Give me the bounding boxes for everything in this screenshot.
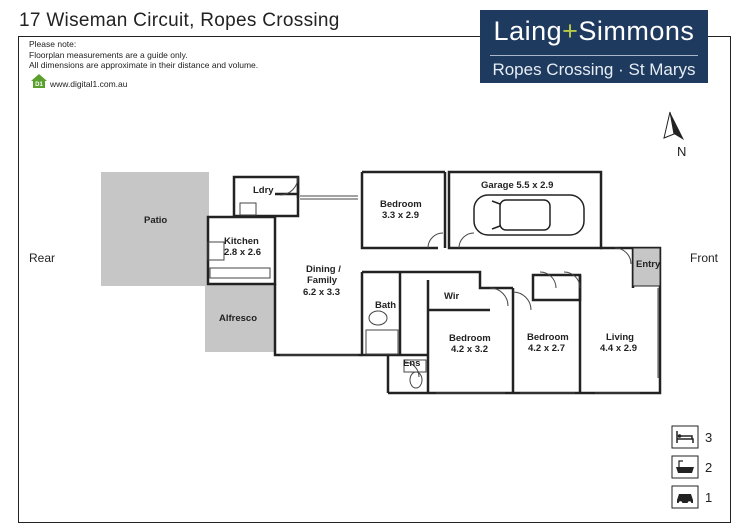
side-front: Front bbox=[690, 251, 719, 265]
room-entry: Entry bbox=[636, 259, 661, 270]
room-kitchen: Kitchen bbox=[224, 236, 259, 247]
room-garage: Garage 5.5 x 2.9 bbox=[481, 180, 554, 191]
room-ensuite: Ens bbox=[403, 358, 421, 369]
agency-name-plus: + bbox=[562, 16, 579, 46]
website-link[interactable]: www.digital1.com.au bbox=[50, 79, 128, 89]
garage-car-icon bbox=[473, 194, 585, 236]
house-logo-icon: D1 bbox=[31, 74, 47, 88]
room-family: Family bbox=[307, 275, 338, 286]
plan-frame bbox=[18, 36, 731, 523]
svg-text:D1: D1 bbox=[35, 82, 43, 88]
room-bath: Bath bbox=[375, 300, 397, 311]
agency-name-left: Laing bbox=[493, 16, 563, 46]
bed-icon bbox=[671, 425, 699, 449]
room-patio: Patio bbox=[144, 215, 168, 226]
agency-name-right: Simmons bbox=[578, 16, 695, 46]
north-arrow-icon: N bbox=[663, 111, 686, 159]
bathtub-icon bbox=[671, 455, 699, 479]
room-alfresco: Alfresco bbox=[219, 313, 258, 324]
room-living-dim: 4.4 x 2.9 bbox=[600, 343, 637, 354]
room-bedroom-top-dim: 3.3 x 2.9 bbox=[382, 210, 419, 221]
stat-car-spaces: 1 bbox=[705, 490, 713, 505]
room-bedroom-mid: Bedroom bbox=[527, 332, 569, 343]
disclaimer-line-2: All dimensions are approximate in their … bbox=[29, 60, 259, 70]
room-dining-dim: 6.2 x 3.3 bbox=[303, 287, 340, 298]
room-bedroom-main: Bedroom bbox=[449, 333, 491, 344]
disclaimer: Please note: Floorplan measurements are … bbox=[29, 39, 258, 71]
room-bedroom-mid-dim: 4.2 x 2.7 bbox=[528, 343, 565, 354]
disclaimer-heading: Please note: bbox=[29, 39, 77, 49]
agency-divider bbox=[490, 55, 698, 56]
room-bedroom-top: Bedroom bbox=[380, 199, 422, 210]
room-wir: Wir bbox=[444, 291, 460, 302]
page-title: 17 Wiseman Circuit, Ropes Crossing bbox=[19, 10, 340, 31]
agency-name: Laing+Simmons bbox=[480, 16, 708, 47]
room-bedroom-main-dim: 4.2 x 3.2 bbox=[451, 344, 488, 355]
agency-logo: Laing+Simmons Ropes Crossing · St Marys bbox=[480, 10, 708, 83]
room-dining: Dining / bbox=[306, 264, 341, 275]
disclaimer-line-1: Floorplan measurements are a guide only. bbox=[29, 49, 188, 60]
stat-bathrooms: 2 bbox=[705, 460, 713, 475]
room-kitchen-dim: 2.8 x 2.6 bbox=[224, 247, 261, 258]
agency-tagline: Ropes Crossing · St Marys bbox=[492, 60, 696, 79]
stat-bedrooms: 3 bbox=[705, 430, 713, 445]
alfresco-area bbox=[205, 284, 275, 352]
car-icon bbox=[671, 485, 699, 509]
room-living: Living bbox=[606, 332, 634, 343]
north-label: N bbox=[677, 144, 686, 159]
patio-area bbox=[101, 172, 209, 286]
side-rear: Rear bbox=[29, 251, 56, 265]
room-laundry: Ldry bbox=[253, 185, 274, 196]
